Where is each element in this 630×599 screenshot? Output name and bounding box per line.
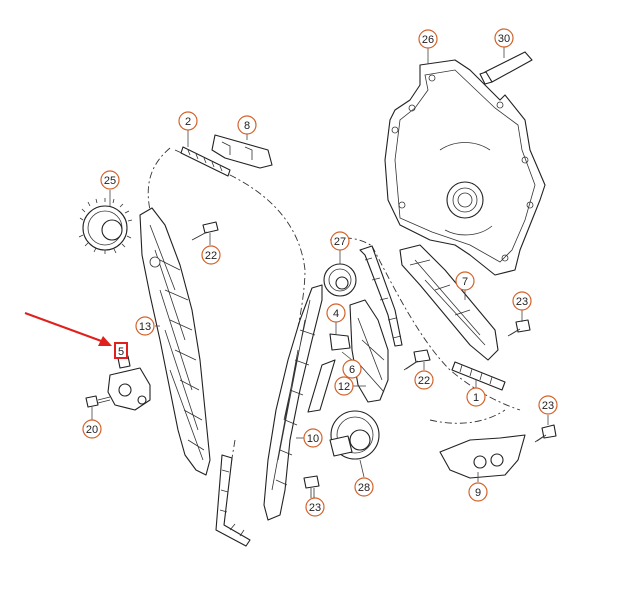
callout-20[interactable]: 20 xyxy=(82,419,102,439)
callout-27[interactable]: 27 xyxy=(330,231,350,251)
highlight-arrow xyxy=(24,312,112,346)
callout-1[interactable]: 1 xyxy=(466,387,486,407)
chain-middle xyxy=(359,245,403,347)
callout-label: 23 xyxy=(516,296,528,308)
callout-25[interactable]: 25 xyxy=(100,170,120,190)
callout-label: 30 xyxy=(498,33,510,45)
chain-lower-right xyxy=(451,361,506,391)
callout-label: 23 xyxy=(309,502,321,514)
bolt-20 xyxy=(85,395,111,408)
callout-label: 7 xyxy=(462,276,468,288)
oil-pump-guide xyxy=(439,434,526,479)
slide-rail-12 xyxy=(349,299,389,403)
callout-10[interactable]: 10 xyxy=(303,428,323,448)
sealant-tube xyxy=(479,51,533,85)
callout-28[interactable]: 28 xyxy=(354,477,374,497)
callout-label: 10 xyxy=(307,433,319,445)
pin-4 xyxy=(329,333,351,351)
callout-label: 2 xyxy=(185,116,191,128)
callout-label: 4 xyxy=(333,308,339,320)
bolt-23-upper xyxy=(507,319,531,337)
callout-23-right[interactable]: 23 xyxy=(538,395,558,415)
guide-rail-7 xyxy=(399,244,499,361)
chain-tensioner xyxy=(107,355,151,411)
callout-7[interactable]: 7 xyxy=(455,271,475,291)
leader-lines xyxy=(91,47,549,498)
bolt-23-right xyxy=(534,424,557,443)
callout-5-highlighted[interactable]: 5 xyxy=(114,342,128,359)
callout-6[interactable]: 6 xyxy=(342,359,362,379)
callout-4[interactable]: 4 xyxy=(326,303,346,323)
callout-2[interactable]: 2 xyxy=(178,111,198,131)
camshaft-sprocket xyxy=(78,198,133,254)
callout-label: 28 xyxy=(358,482,370,494)
chain-upper xyxy=(180,146,231,177)
chain-route-path xyxy=(147,147,521,424)
crankshaft-sprocket xyxy=(329,410,380,460)
bolt-22-upper xyxy=(191,221,219,241)
callout-label: 9 xyxy=(475,487,481,499)
callout-13[interactable]: 13 xyxy=(135,316,155,336)
intermediate-sprocket xyxy=(323,263,357,297)
callout-label: 26 xyxy=(422,34,434,46)
shaft-6 xyxy=(307,359,336,413)
callout-23-lower[interactable]: 23 xyxy=(305,497,325,517)
callout-label: 20 xyxy=(86,424,98,436)
callout-label: 27 xyxy=(334,236,346,248)
timing-cover xyxy=(384,59,546,276)
callout-label: 25 xyxy=(104,175,116,187)
callout-26[interactable]: 26 xyxy=(418,29,438,49)
callout-23-upper[interactable]: 23 xyxy=(512,291,532,311)
callout-label: 23 xyxy=(542,400,554,412)
callout-label: 22 xyxy=(205,250,217,262)
tensioning-rail xyxy=(139,207,211,476)
callout-22-upper[interactable]: 22 xyxy=(201,245,221,265)
callout-30[interactable]: 30 xyxy=(494,28,514,48)
guide-rail-center xyxy=(263,284,323,521)
callout-label: 22 xyxy=(418,375,430,387)
callout-label: 12 xyxy=(338,381,350,393)
callout-label: 13 xyxy=(139,321,151,333)
bolt-22-middle xyxy=(403,349,431,371)
callout-12[interactable]: 12 xyxy=(334,376,354,396)
callout-22-middle[interactable]: 22 xyxy=(414,370,434,390)
guide-rail-top xyxy=(211,134,273,169)
callout-label: 1 xyxy=(473,392,479,404)
callout-label: 8 xyxy=(244,120,250,132)
callout-label: 5 xyxy=(118,346,124,358)
callout-8[interactable]: 8 xyxy=(237,115,257,135)
callout-label: 6 xyxy=(349,364,355,376)
callout-9[interactable]: 9 xyxy=(468,482,488,502)
bolt-23-lower xyxy=(303,475,320,498)
chain-lower-left xyxy=(215,454,251,547)
